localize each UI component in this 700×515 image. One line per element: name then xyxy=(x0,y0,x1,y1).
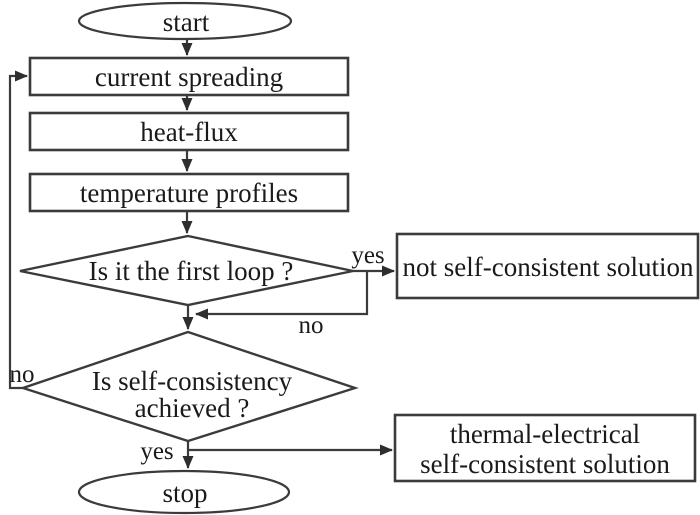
node-self-consistency-decision-line1: Is self-consistency xyxy=(92,366,293,396)
node-temperature-profiles-label: temperature profiles xyxy=(80,178,298,208)
node-final-solution-line1: thermal-electrical xyxy=(450,419,640,449)
node-first-loop-decision-label: Is it the first loop ? xyxy=(89,256,294,286)
node-self-consistency-decision xyxy=(19,330,359,443)
node-start xyxy=(77,1,293,41)
node-final-solution-line2: self-consistent solution xyxy=(420,449,670,479)
label-first-loop-no: no xyxy=(299,312,324,339)
node-stop xyxy=(77,469,291,515)
node-current-spreading-label: current spreading xyxy=(95,62,283,92)
node-heat-flux xyxy=(28,111,350,152)
label-self-consistency-yes: yes xyxy=(140,438,173,465)
node-not-self-consistent-solution xyxy=(395,232,700,300)
node-current-spreading xyxy=(28,56,350,97)
node-heat-flux-label: heat-flux xyxy=(140,117,238,147)
node-first-loop-decision xyxy=(19,234,354,307)
edge-first-loop-no xyxy=(195,272,369,320)
node-final-solution xyxy=(393,413,697,483)
label-first-loop-yes: yes xyxy=(351,242,384,269)
node-not-self-consistent-solution-label: not self-consistent solution xyxy=(403,252,694,282)
edge-self-consistency-no-feedback xyxy=(8,70,28,390)
node-self-consistency-decision-line2: achieved ? xyxy=(135,393,250,423)
node-start-label: start xyxy=(163,7,210,37)
node-temperature-profiles xyxy=(28,172,350,213)
label-self-consistency-no: no xyxy=(10,361,35,388)
node-stop-label: stop xyxy=(162,478,207,508)
